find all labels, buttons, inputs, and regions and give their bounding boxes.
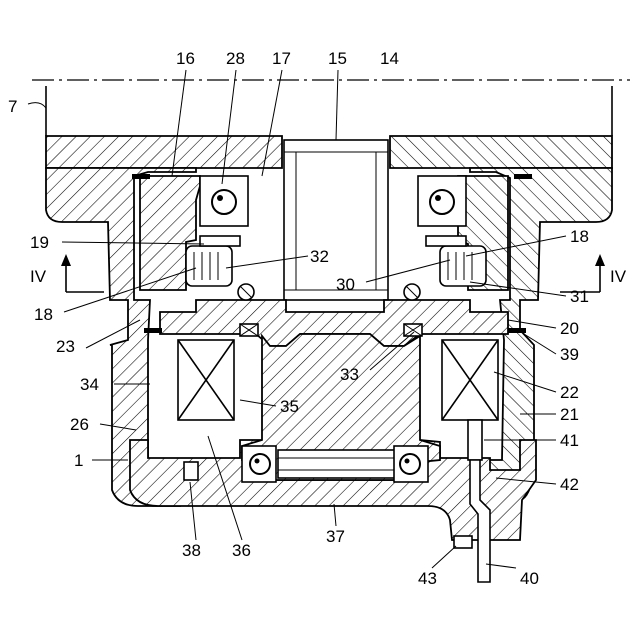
- cap-left: [132, 174, 150, 179]
- label-26: 26: [70, 415, 89, 434]
- label-7: 7: [8, 97, 17, 116]
- label-14: 14: [380, 49, 399, 68]
- cap-left-2: [144, 328, 162, 333]
- label-18-right: 18: [570, 227, 589, 246]
- label-23: 23: [56, 337, 75, 356]
- label-18-left: 18: [34, 305, 53, 324]
- label-28: 28: [226, 49, 245, 68]
- section-marker-left-text: IV: [30, 267, 47, 286]
- label-22: 22: [560, 383, 579, 402]
- bolt-43: [454, 536, 472, 548]
- lower-bearing-left: [242, 446, 276, 482]
- cap-right: [514, 174, 532, 179]
- label-41: 41: [560, 431, 579, 450]
- label-30: 30: [336, 275, 355, 294]
- label-17: 17: [272, 49, 291, 68]
- label-15: 15: [328, 49, 347, 68]
- upper-bearing-left: [200, 176, 248, 226]
- label-1: 1: [74, 451, 83, 470]
- section-marker-left: IV: [30, 254, 104, 292]
- label-37: 37: [326, 527, 345, 546]
- label-21: 21: [560, 405, 579, 424]
- label-38: 38: [182, 541, 201, 560]
- label-40: 40: [520, 569, 539, 588]
- seal-ring-left: [238, 284, 254, 300]
- label-32: 32: [310, 247, 329, 266]
- label-19: 19: [30, 233, 49, 252]
- label-20: 20: [560, 319, 579, 338]
- lower-bearing-right: [394, 446, 428, 482]
- label-43: 43: [418, 569, 437, 588]
- label-31: 31: [570, 287, 589, 306]
- cap-right-2: [508, 328, 526, 333]
- section-marker-right-text: IV: [610, 267, 627, 286]
- coil-right: [442, 340, 498, 420]
- label-42: 42: [560, 475, 579, 494]
- seal-ring-right: [404, 284, 420, 300]
- label-16: 16: [176, 49, 195, 68]
- label-36: 36: [232, 541, 251, 560]
- label-35: 35: [280, 397, 299, 416]
- label-34: 34: [80, 375, 99, 394]
- label-39: 39: [560, 345, 579, 364]
- label-33: 33: [340, 365, 359, 384]
- upper-bearing-right: [418, 176, 466, 226]
- coil-left: [178, 340, 234, 420]
- bolt-38: [184, 462, 198, 480]
